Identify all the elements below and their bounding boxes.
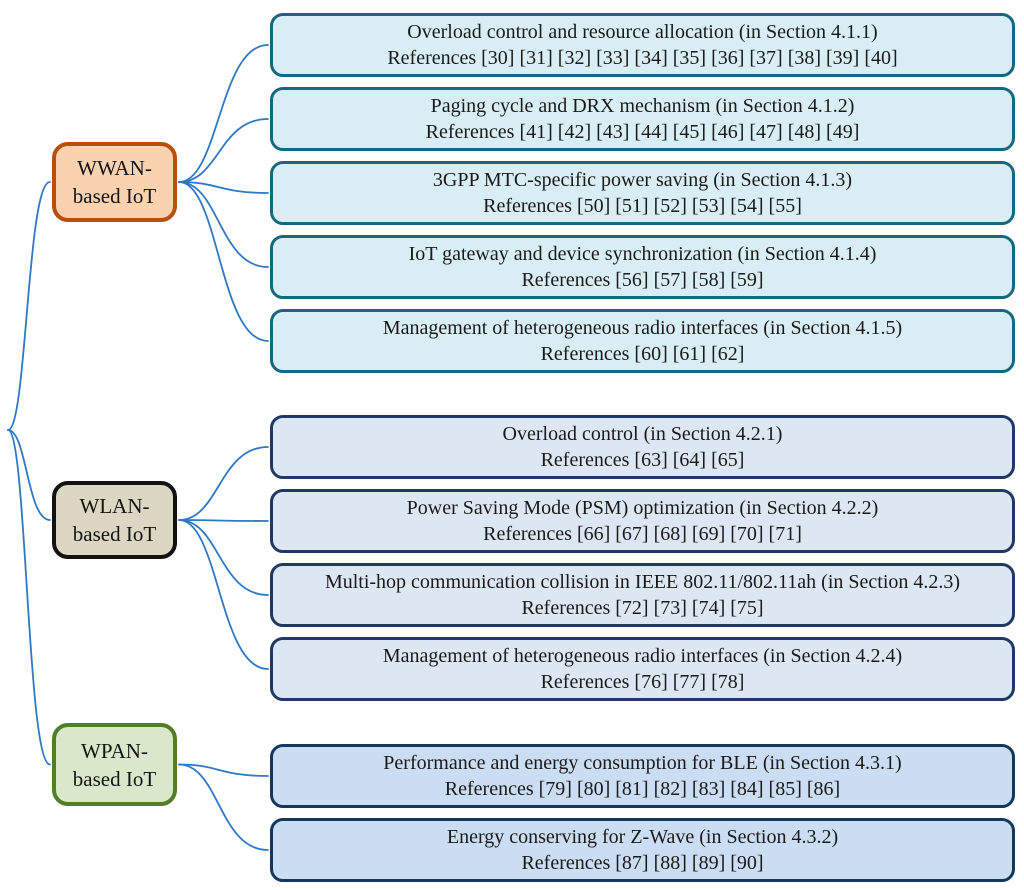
topic-title: Paging cycle and DRX mechanism (in Secti… xyxy=(430,95,855,117)
topic-references: References [76] [77] [78] xyxy=(540,671,745,693)
topic-title: Overload control and resource allocation… xyxy=(407,21,878,43)
topic-references: References [87] [88] [89] [90] xyxy=(521,852,764,874)
topic-title: IoT gateway and device synchronization (… xyxy=(408,243,877,265)
topic-title: Multi-hop communication collision in IEE… xyxy=(324,571,961,593)
topic-box-4-2-3: Multi-hop communication collision in IEE… xyxy=(270,563,1015,627)
topic-box-4-1-5: Management of heterogeneous radio interf… xyxy=(270,309,1015,373)
topic-references: References [50] [51] [52] [53] [54] [55] xyxy=(483,195,802,217)
topic-references: References [72] [73] [74] [75] xyxy=(521,597,764,619)
node-label-line1: WPAN- xyxy=(81,738,148,763)
topic-references: References [79] [80] [81] [82] [83] [84]… xyxy=(444,778,841,800)
node-wlan-based-iot: WLAN- based IoT xyxy=(52,481,177,559)
topic-title: Management of heterogeneous radio interf… xyxy=(382,645,903,667)
topic-box-4-1-3: 3GPP MTC-specific power saving (in Secti… xyxy=(270,161,1015,225)
topic-references: References [30] [31] [32] [33] [34] [35]… xyxy=(387,47,898,69)
topic-title: Performance and energy consumption for B… xyxy=(383,752,902,774)
node-label-line2: based IoT xyxy=(72,184,157,208)
topic-references: References [66] [67] [68] [69] [70] [71] xyxy=(483,523,802,545)
topic-box-4-1-2: Paging cycle and DRX mechanism (in Secti… xyxy=(270,87,1015,151)
topic-box-4-2-4: Management of heterogeneous radio interf… xyxy=(270,637,1015,701)
topic-title: Energy conserving for Z-Wave (in Section… xyxy=(446,826,839,848)
node-label-line2: based IoT xyxy=(72,522,157,546)
topic-references: References [60] [61] [62] xyxy=(540,343,745,365)
topic-box-4-3-2: Energy conserving for Z-Wave (in Section… xyxy=(270,818,1015,882)
node-wpan-based-iot: WPAN- based IoT xyxy=(52,723,177,806)
topic-title: Overload control (in Section 4.2.1) xyxy=(502,423,783,445)
node-label-line1: WWAN- xyxy=(77,156,152,180)
topic-title: 3GPP MTC-specific power saving (in Secti… xyxy=(432,169,853,191)
topic-references: References [41] [42] [43] [44] [45] [46]… xyxy=(425,121,860,143)
topic-references: References [56] [57] [58] [59] xyxy=(521,269,764,291)
topic-box-4-1-4: IoT gateway and device synchronization (… xyxy=(270,235,1015,299)
topic-box-4-3-1: Performance and energy consumption for B… xyxy=(270,744,1015,808)
node-label-line2: based IoT xyxy=(72,766,157,791)
node-wwan-based-iot: WWAN- based IoT xyxy=(52,142,177,222)
topic-title: Management of heterogeneous radio interf… xyxy=(382,317,903,339)
topic-box-4-2-1: Overload control (in Section 4.2.1) Refe… xyxy=(270,415,1015,479)
topic-box-4-1-1: Overload control and resource allocation… xyxy=(270,13,1015,77)
node-label-line1: WLAN- xyxy=(79,494,150,518)
topic-box-4-2-2: Power Saving Mode (PSM) optimization (in… xyxy=(270,489,1015,553)
topic-references: References [63] [64] [65] xyxy=(540,449,745,471)
topic-title: Power Saving Mode (PSM) optimization (in… xyxy=(406,497,879,519)
